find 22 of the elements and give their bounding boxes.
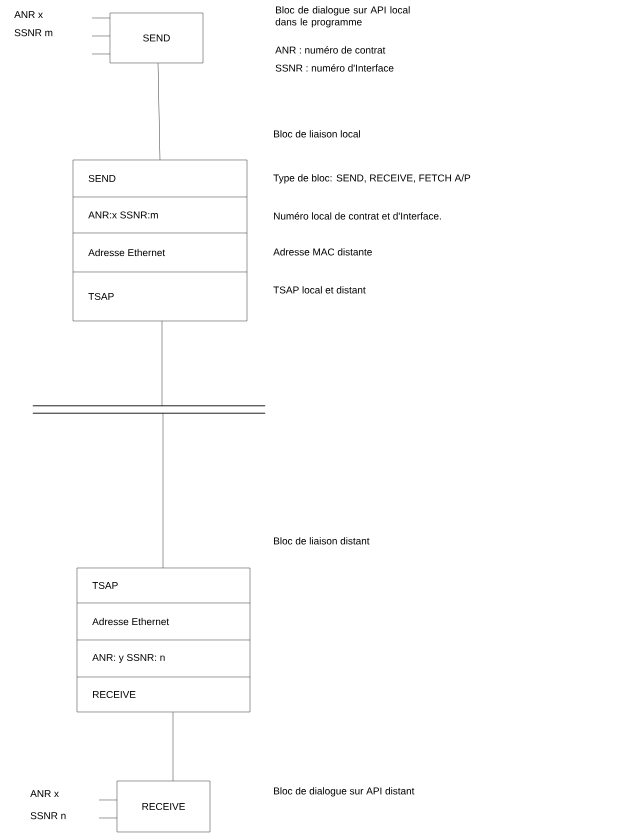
connector-line xyxy=(162,413,164,568)
annotation-text: SSNR n xyxy=(30,812,66,820)
annotation-text: Bloc de liaison local xyxy=(274,130,360,138)
annotation-text: Bloc de dialogue sur API local dans le programme xyxy=(276,6,410,28)
annotation-text: Bloc de dialogue sur API distant xyxy=(274,787,414,796)
connector-line xyxy=(158,62,160,160)
annotation-text: SSNR : numéro d'Interface xyxy=(276,64,394,72)
bus-line xyxy=(32,405,266,414)
function-block: SEND xyxy=(92,12,204,64)
function-block: RECEIVE xyxy=(98,780,210,832)
connector-line xyxy=(172,712,174,781)
annotation-text: ANR : numéro de contrat xyxy=(275,46,386,54)
annotation-text: Type de bloc: SEND, RECEIVE, FETCH A/P xyxy=(273,174,470,184)
annotation-text: Adresse MAC distante xyxy=(273,248,372,256)
annotation-text: TSAP local et distant xyxy=(273,286,366,294)
annotation-text: SSNR m xyxy=(14,29,52,36)
annotation-text: Bloc de liaison distant xyxy=(274,537,370,544)
annotation-text: ANR x xyxy=(30,790,59,798)
link-block-table: SEND ANR:x SSNR:m Adresse Ethernet TSAP xyxy=(72,160,248,322)
annotation-text: Numéro local de contrat et d'Interface. xyxy=(274,212,441,220)
link-block-table: TSAP Adresse Ethernet ANR: y SSNR: n RECEIVE xyxy=(76,568,250,712)
annotation-text: ANR x xyxy=(14,11,43,18)
